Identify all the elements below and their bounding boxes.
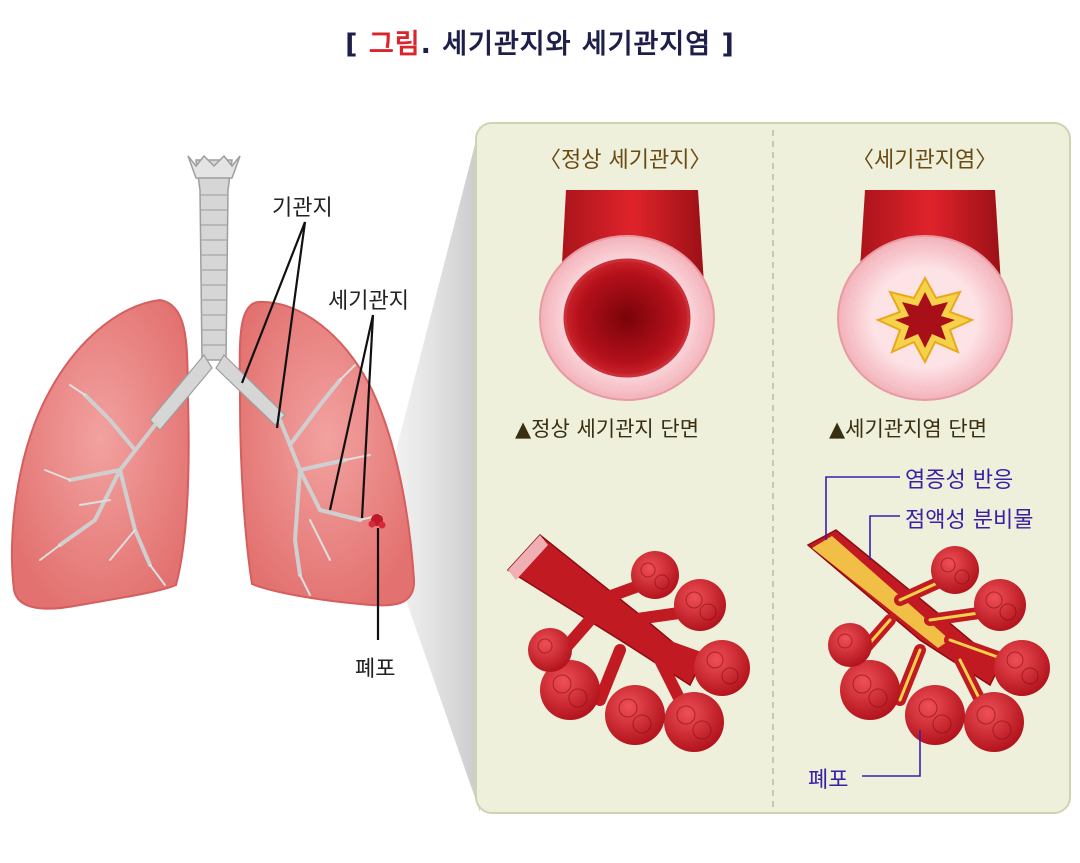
inflamed-bronchiole-section xyxy=(837,190,1013,401)
label-bronchiole: 세기관지 xyxy=(328,289,409,314)
zoom-wedge xyxy=(378,125,480,812)
callout-mucus: 점액성 분비물 xyxy=(905,508,1034,533)
normal-alveoli-cluster xyxy=(506,533,750,752)
left-lung xyxy=(11,298,190,610)
title-text: . 세기관지와 세기관지염 xyxy=(420,29,712,60)
figure-title: [ 그림. 세기관지와 세기관지염 ] xyxy=(0,22,1080,61)
caption-normal: ▲정상 세기관지 단면 xyxy=(515,417,700,441)
callout-inflammation: 염증성 반응 xyxy=(905,468,1014,493)
title-accent: 그림 xyxy=(368,29,421,60)
inflamed-alveoli-cluster xyxy=(806,529,1050,752)
callout-leader-lines xyxy=(825,476,921,777)
heading-normal: 〈정상 세기관지〉 xyxy=(539,148,712,173)
caption-inflamed: ▲세기관지염 단면 xyxy=(829,417,988,441)
right-lung xyxy=(238,300,416,607)
label-trachea: 기관지 xyxy=(272,196,333,221)
lungs-illustration xyxy=(11,154,416,610)
label-alveolus: 폐포 xyxy=(355,657,396,682)
callout-alveolus: 폐포 xyxy=(808,768,849,793)
lung-leader-lines xyxy=(240,221,380,640)
normal-bronchiole-section xyxy=(539,190,715,401)
title-bracket-close: ] xyxy=(721,29,735,60)
title-bracket-open: [ xyxy=(345,29,359,60)
heading-inflamed: 〈세기관지염〉 xyxy=(852,148,998,173)
